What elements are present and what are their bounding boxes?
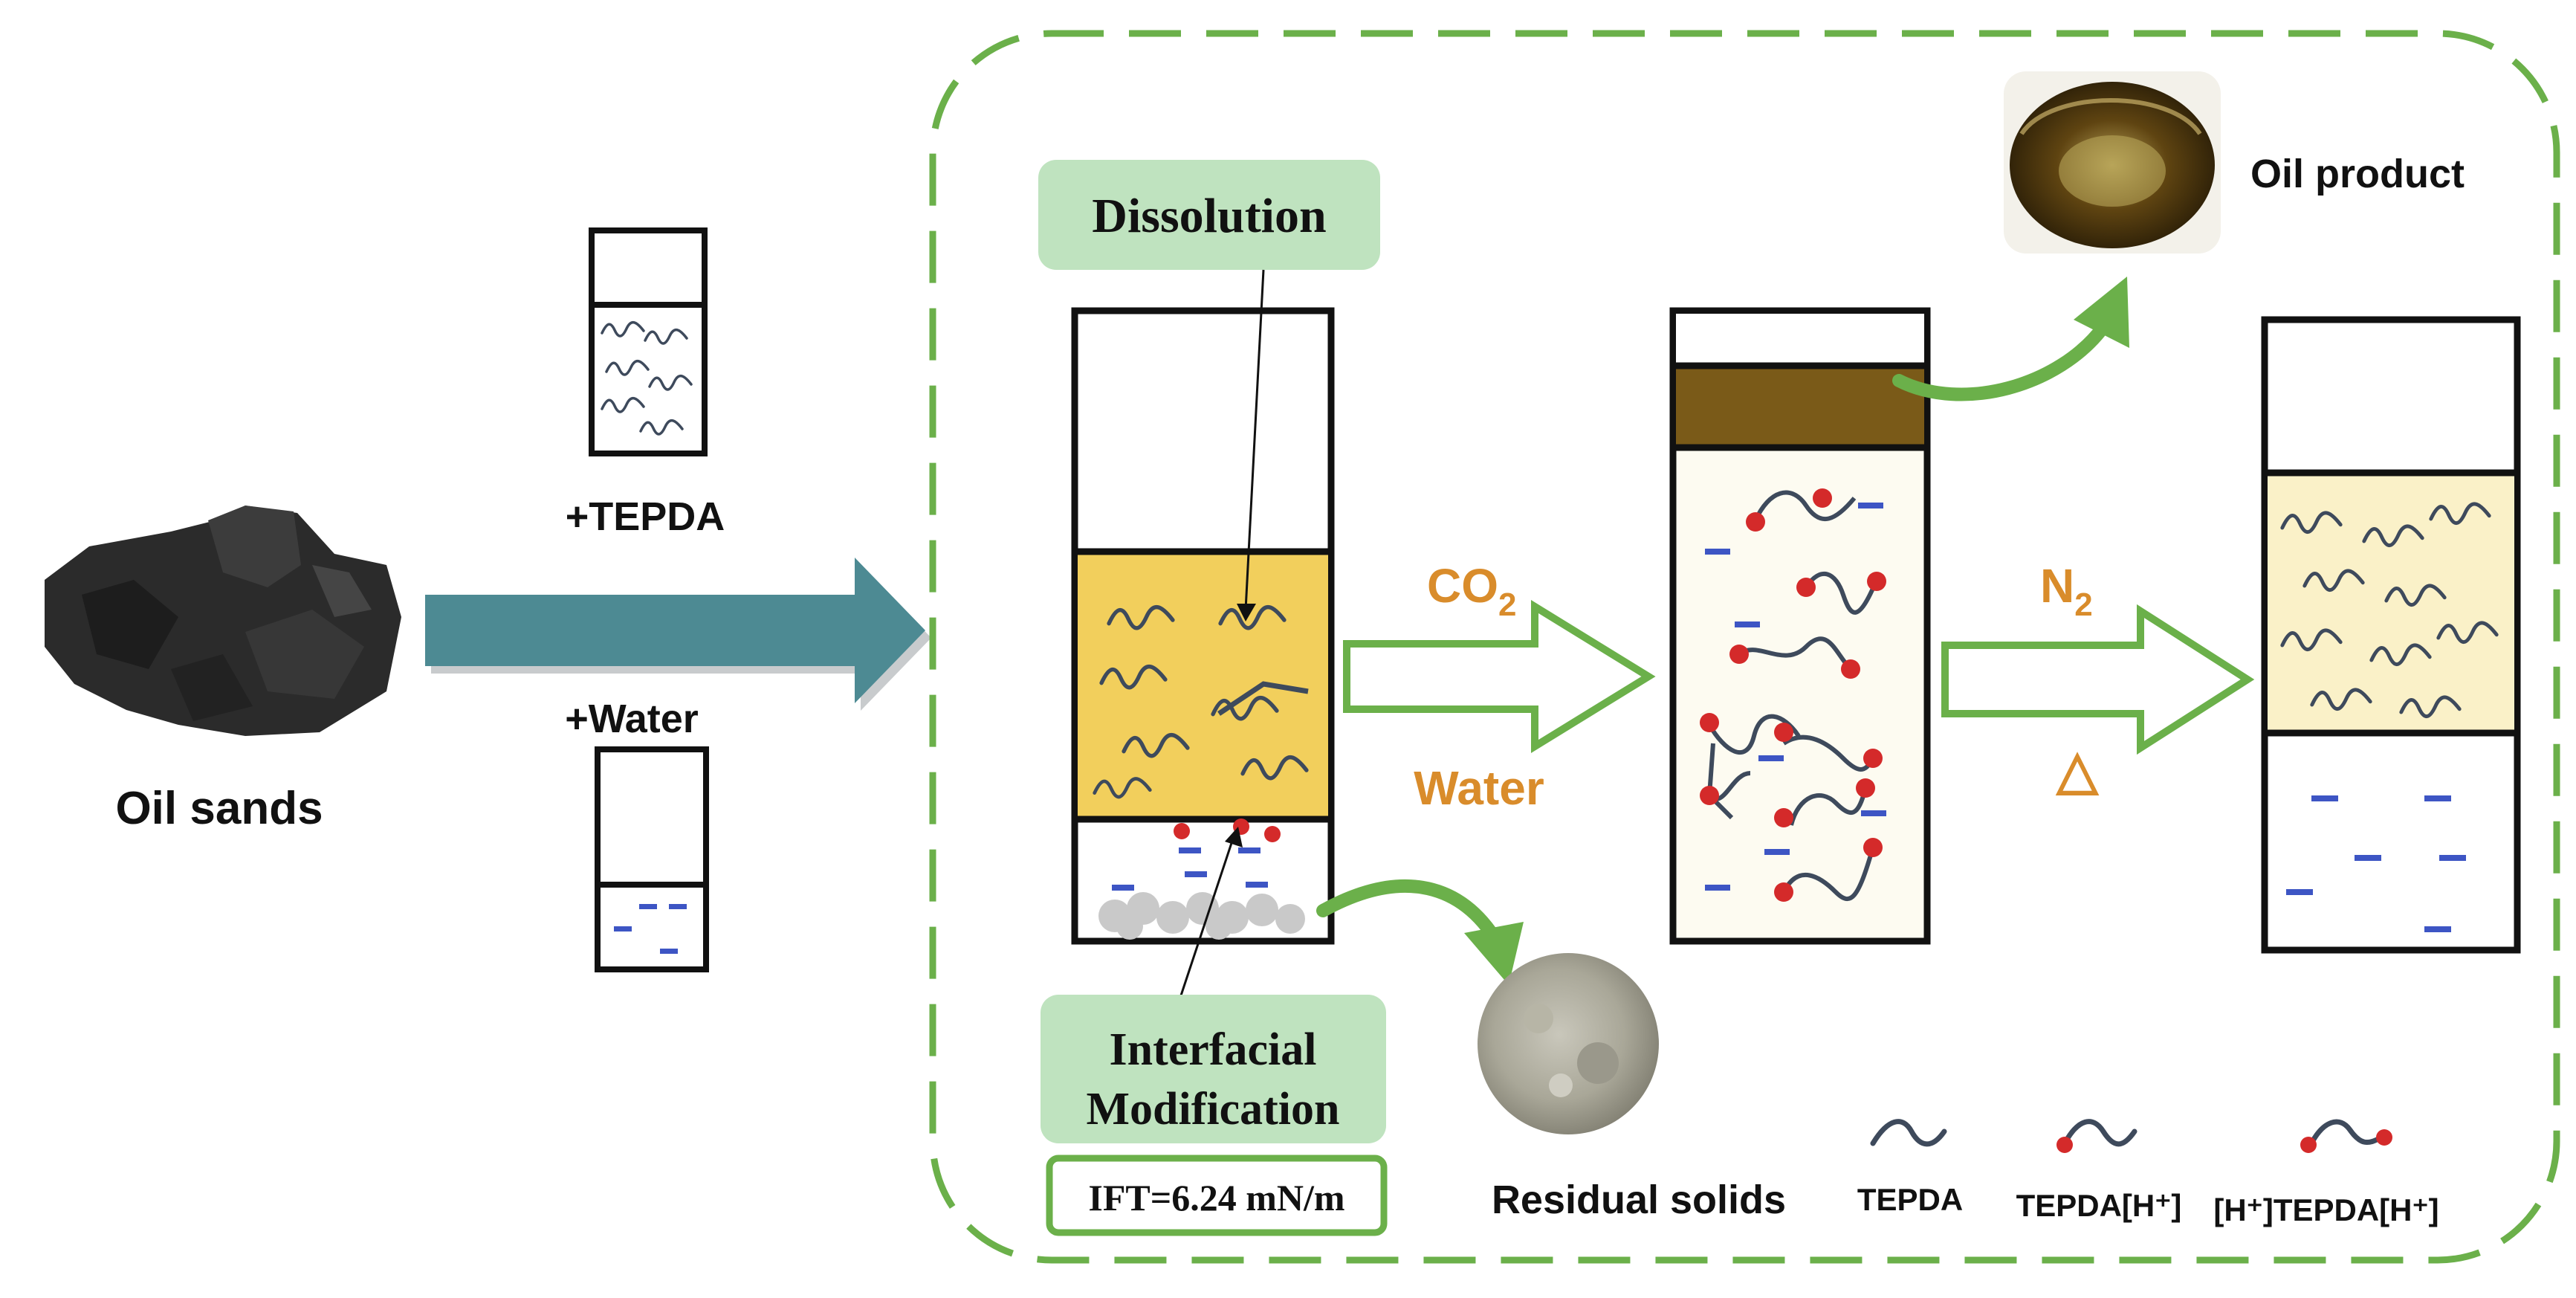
dissolution-label: Dissolution <box>1092 189 1326 243</box>
legend-h-tepda-h-label: [H⁺]TEPDA[H⁺] <box>2213 1192 2439 1227</box>
n2-label-main: N <box>2040 559 2074 613</box>
residual-curve-arrow-icon <box>1316 879 1524 985</box>
extraction-column <box>1071 307 1335 945</box>
legend-tepda-h-icon <box>2056 1119 2138 1153</box>
n2-label-sub: 2 <box>2074 587 2092 623</box>
legend: TEPDA TEPDA[H⁺] [H⁺]TEPDA[H⁺] <box>1857 1119 2439 1227</box>
interface-pointer <box>1178 827 1243 1001</box>
tepda-beaker <box>589 227 708 456</box>
teal-arrow-icon <box>425 558 931 711</box>
legend-tepda-label: TEPDA <box>1857 1182 1963 1217</box>
oil-product-curve-arrow-icon <box>1892 277 2129 401</box>
process-frame <box>929 30 2560 1264</box>
dissolution-box <box>1038 160 1380 270</box>
dissolution-pointer <box>1237 269 1265 621</box>
water-add-label: +Water <box>565 697 699 741</box>
co2-label: CO2 <box>1427 559 1516 623</box>
residual-solids-label: Residual solids <box>1492 1178 1786 1222</box>
legend-tepda-h-label: TEPDA[H⁺] <box>2016 1188 2182 1223</box>
ift-box <box>1046 1155 1388 1236</box>
oil-sands-image <box>45 506 401 736</box>
legend-tepda-icon <box>1870 1119 1947 1147</box>
protonated-column <box>1669 307 1931 945</box>
interfacial-label-line1: Interfacial <box>1110 1024 1317 1075</box>
oil-product-label: Oil product <box>2250 152 2465 196</box>
interfacial-label-line2: Modification <box>1087 1084 1340 1134</box>
water-step-label: Water <box>1414 761 1544 815</box>
co2-label-main: CO <box>1427 559 1498 613</box>
n2-arrow-icon <box>1941 604 2255 755</box>
co2-label-sub: 2 <box>1498 587 1516 623</box>
oil-sands-label: Oil sands <box>115 783 323 834</box>
co2-arrow-icon <box>1343 600 1656 753</box>
interfacial-box <box>1041 995 1386 1143</box>
heat-symbol: △ <box>2055 740 2099 800</box>
ift-value: IFT=6.24 mN/m <box>1088 1177 1344 1218</box>
oil-product-image <box>2004 71 2221 254</box>
residual-solids-image <box>1478 953 1659 1134</box>
n2-label: N2 <box>2040 559 2093 623</box>
regenerated-column <box>2261 316 2521 954</box>
legend-h-tepda-h-icon <box>2300 1119 2392 1153</box>
water-beaker <box>595 746 709 972</box>
tepda-add-label: +TEPDA <box>566 494 725 539</box>
